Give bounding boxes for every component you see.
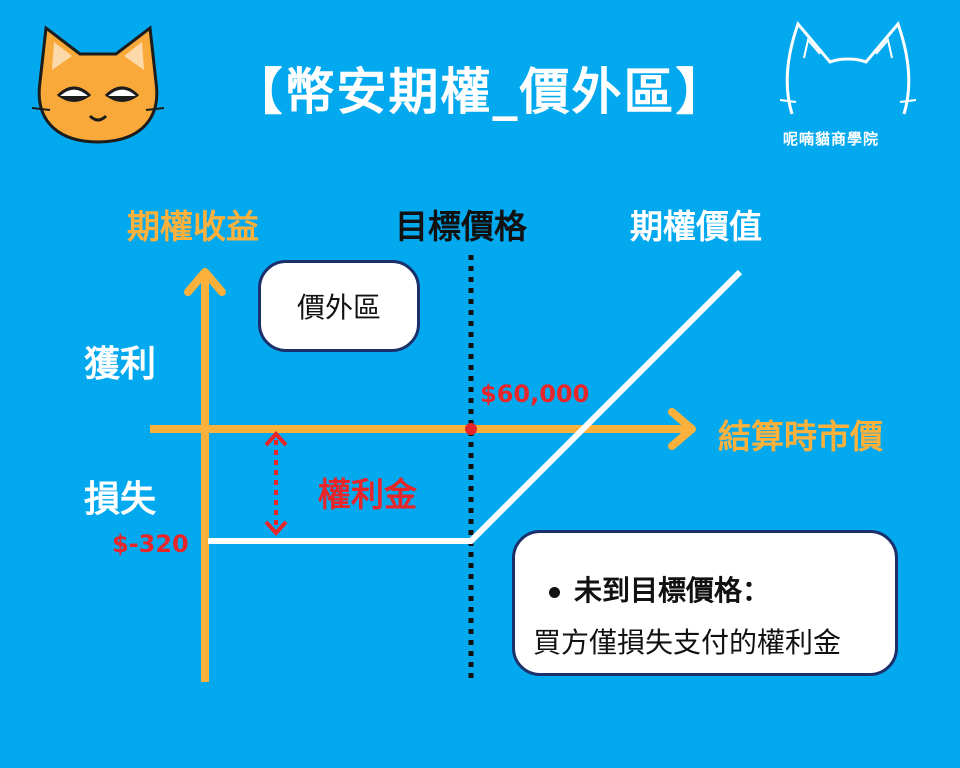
premium-up-arrow-icon	[264, 431, 288, 447]
strike-title: 目標價格	[395, 207, 527, 246]
option-value-title: 期權價值	[630, 207, 762, 246]
brand-name: 呢喃貓商學院	[783, 130, 880, 148]
payoff-line	[208, 269, 743, 544]
premium-down-arrow-icon	[264, 520, 288, 536]
orange-cat-icon	[31, 25, 165, 144]
zone-box: 價外區	[258, 260, 420, 352]
note-heading: 未到目標價格：	[533, 569, 895, 609]
loss-value: $-320	[112, 530, 189, 558]
strike-value: $60,000	[480, 380, 590, 408]
y-axis-arrow-icon	[184, 268, 226, 296]
y-axis-title: 期權收益	[127, 207, 259, 246]
x-axis-title: 結算時市價	[718, 417, 883, 456]
note-box: 未到目標價格： 買方僅損失支付的權利金	[512, 530, 898, 676]
strike-point	[465, 423, 477, 435]
profit-label: 獲利	[84, 344, 157, 385]
bullet-icon	[549, 586, 560, 598]
note-heading-text: 未到目標價格：	[574, 574, 771, 607]
x-axis-arrow-icon	[668, 408, 696, 450]
brand-logo-icon	[779, 21, 917, 115]
premium-label: 權利金	[318, 475, 417, 514]
loss-label: 損失	[84, 479, 157, 520]
note-body: 買方僅損失支付的權利金	[533, 626, 842, 659]
zone-box-label: 價外區	[296, 291, 381, 324]
page-title: 【幣安期權_價外區】	[232, 63, 728, 121]
